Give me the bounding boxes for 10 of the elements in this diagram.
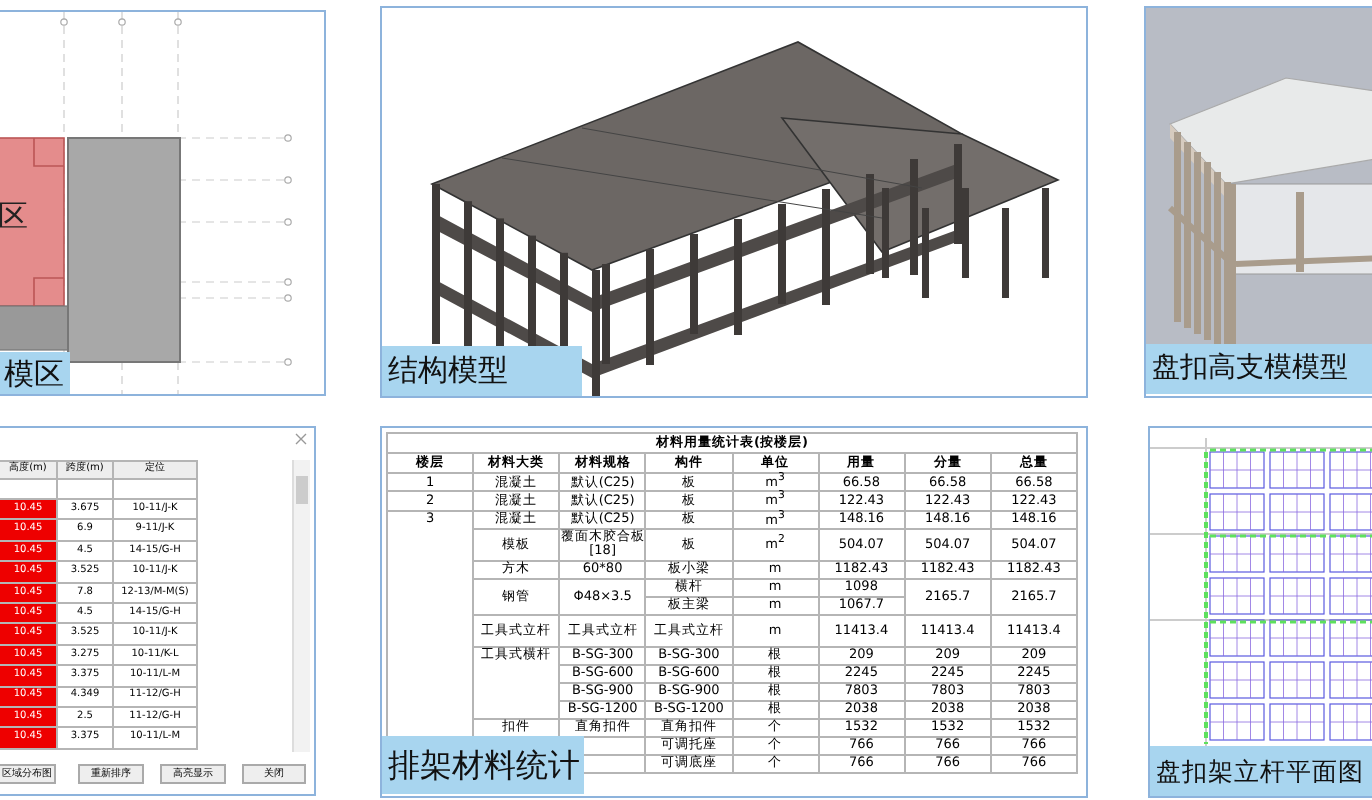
dialog-window [0,426,316,796]
caption-label: 盘扣架立杆平面图 [1150,746,1372,796]
caption-label: 盘扣高支模模型 [1146,344,1372,394]
table-panel [380,426,1088,798]
caption-label: 模区 [0,352,70,394]
image-panel [1148,426,1372,798]
area-label: 区 [0,202,28,232]
caption-label: 排架材料统计 [382,736,584,794]
image-panel [380,6,1088,398]
caption-label: 结构模型 [382,346,582,396]
